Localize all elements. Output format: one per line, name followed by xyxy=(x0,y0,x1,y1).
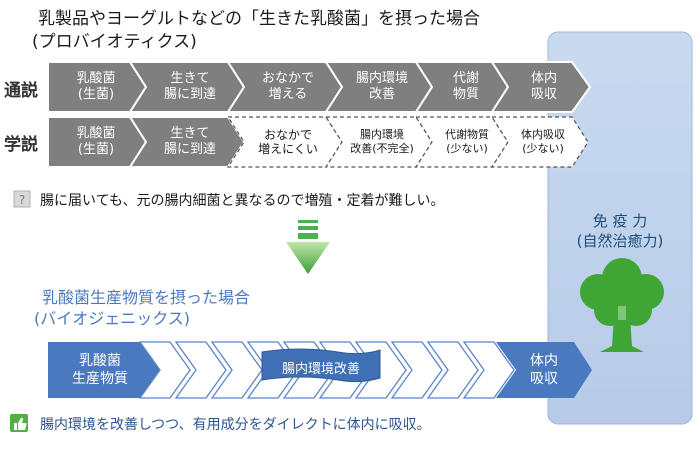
row1-step-3: おなかで増える xyxy=(261,71,314,102)
title-line2: (プロバイオティクス) xyxy=(32,32,197,52)
svg-text:?: ? xyxy=(19,193,25,207)
row1-step-2: 生きて腸に到達 xyxy=(163,71,216,102)
section2-title-line1: 乳酸菌生産物質を摂った場合 xyxy=(42,288,251,307)
row1-chevrons xyxy=(47,61,592,113)
row2-label: 学説 xyxy=(4,135,38,155)
row2-step-6: 体内吸収(少ない) xyxy=(521,128,565,155)
row2-step-2: 生きて腸に到達 xyxy=(163,126,216,157)
row2-chevrons xyxy=(47,116,589,168)
row1-step-6: 体内吸収 xyxy=(530,71,557,102)
row1-step-1: 乳酸菌(生菌) xyxy=(76,71,116,102)
title-line1: 乳製品やヨーグルトなどの「生きた乳酸菌」を摂った場合 xyxy=(38,9,480,29)
row1-label: 通説 xyxy=(4,81,38,101)
bio-start-chevron xyxy=(48,342,160,398)
bio-start-label: 乳酸菌生産物質 xyxy=(72,353,128,387)
row2-step-4: 腸内環境改善(不完全) xyxy=(350,128,414,155)
bio-middle-banner xyxy=(261,348,381,383)
bio-end-label: 体内吸収 xyxy=(530,353,558,387)
row1-chevron-6 xyxy=(490,61,592,113)
question-icon: ? xyxy=(13,190,31,208)
section2-title-line2: (バイオジェニックス) xyxy=(34,309,191,328)
down-arrow-icon xyxy=(286,220,330,274)
tree-icon xyxy=(580,258,664,352)
immunity-panel xyxy=(547,31,693,425)
row1-step-4: 腸内環境改善 xyxy=(355,71,408,102)
note-biogenics: 腸内環境を改善しつつ、有用成分をダイレクトに体内に吸収。 xyxy=(40,417,431,433)
row2-step-3: おなかで増えにくい xyxy=(258,128,318,156)
bio-end-chevron xyxy=(496,342,592,398)
row2-step-1: 乳酸菌(生菌) xyxy=(76,126,116,157)
bio-middle-label: 腸内環境改善 xyxy=(281,361,360,377)
row2-step-5: 代謝物質(少ない) xyxy=(445,128,489,155)
section2-chevrons xyxy=(48,341,592,399)
thumbs-up-icon xyxy=(10,414,28,432)
row2-chevron-6 xyxy=(490,116,589,168)
immunity-label: 免 疫 力 (自然治癒力) xyxy=(576,212,664,250)
note-probiotics: 腸に届いても、元の腸内細菌と異なるので増殖・定着が難しい。 xyxy=(40,193,445,209)
row1-step-5: 代謝物質 xyxy=(452,71,479,102)
